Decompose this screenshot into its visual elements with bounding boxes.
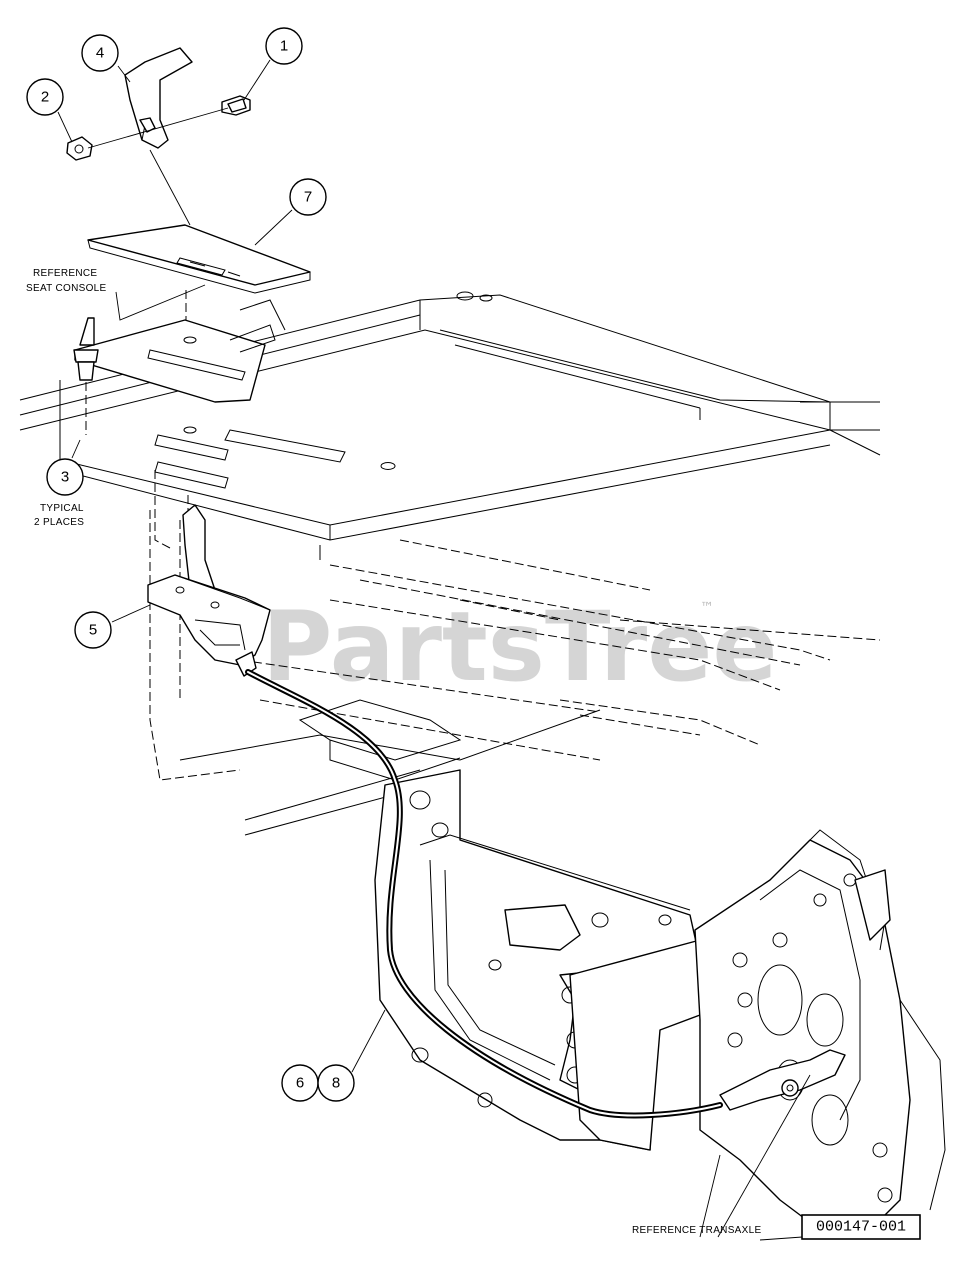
part-7-plate	[87, 224, 311, 294]
svg-text:8: 8	[332, 1075, 340, 1092]
leader-lines	[57, 59, 811, 1238]
svg-text:7: 7	[304, 189, 312, 206]
note-transaxle-text: REFERENCE TRANSAXLE	[632, 1225, 761, 1236]
svg-text:6: 6	[296, 1075, 304, 1092]
note-seat-console-line1: REFERENCE	[33, 268, 97, 279]
callout-5: 5	[74, 611, 112, 649]
note-transaxle: REFERENCE TRANSAXLE	[632, 1225, 761, 1236]
watermark: PartsTree	[262, 591, 777, 703]
callout-2: 2	[26, 78, 64, 116]
callout-6: 6	[281, 1064, 319, 1102]
part-1-bolt	[221, 95, 251, 116]
svg-text:4: 4	[96, 45, 104, 62]
drawing-id-box: 000147-001	[801, 1214, 921, 1240]
callout-3: 3	[46, 458, 84, 496]
part-2-nut	[66, 136, 93, 161]
part-5-shifter-bracket	[147, 504, 271, 677]
note-typical-line1: TYPICAL	[40, 503, 84, 514]
part-4-handle	[124, 47, 193, 149]
note-seat-console: REFERENCE SEAT CONSOLE	[26, 268, 107, 294]
callout-4: 4	[81, 34, 119, 72]
drawing-id: 000147-001	[816, 1219, 906, 1236]
note-seat-console-line2: SEAT CONSOLE	[26, 283, 107, 294]
part-6-8-cable	[245, 669, 723, 1119]
svg-text:1: 1	[280, 38, 288, 55]
part-3-pin	[73, 317, 99, 435]
note-typical-line2: 2 PLACES	[34, 517, 84, 528]
svg-text:5: 5	[89, 622, 97, 639]
svg-text:3: 3	[61, 469, 69, 486]
callout-7: 7	[289, 178, 327, 216]
callout-1: 1	[265, 27, 303, 65]
note-typical: TYPICAL 2 PLACES	[34, 503, 84, 528]
svg-text:2: 2	[41, 89, 49, 106]
callout-8: 8	[317, 1064, 355, 1102]
watermark-trademark: ™	[700, 600, 714, 616]
seat-console-bracket	[74, 299, 286, 403]
transaxle-housing	[374, 769, 946, 1241]
